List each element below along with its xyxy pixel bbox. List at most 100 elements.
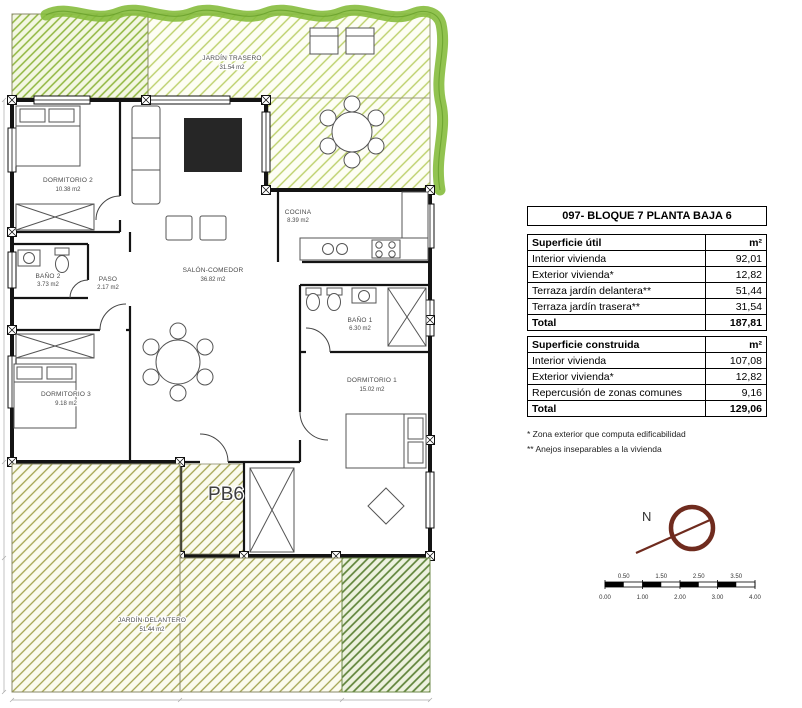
- svg-text:36.82 m2: 36.82 m2: [200, 277, 226, 283]
- table-row: Interior vivienda 107,08: [527, 352, 767, 369]
- row-value: 12,82: [705, 266, 767, 283]
- superficie-util-table: Superficie útil m² Interior vivienda 92,…: [527, 234, 767, 331]
- terrace-table: [319, 95, 385, 169]
- label-dormitorio-3: DORMITORIO 3 9.18 m2: [40, 390, 92, 409]
- svg-text:8.39 m2: 8.39 m2: [287, 218, 309, 224]
- dining-table: [142, 322, 214, 402]
- furniture: [13, 105, 429, 553]
- total-label: Total: [527, 400, 706, 417]
- svg-text:COCINA: COCINA: [285, 209, 312, 216]
- svg-text:BAÑO 2: BAÑO 2: [35, 271, 60, 280]
- label-jardin-trasero: JARDÍN TRASERO 31.54 m2: [201, 52, 263, 73]
- wardrobe-dormitorio-2: [15, 203, 95, 231]
- total-row: Total 129,06: [527, 400, 767, 417]
- svg-text:SALÓN-COMEDOR: SALÓN-COMEDOR: [183, 265, 244, 274]
- sofa: [131, 105, 161, 205]
- svg-text:PASO: PASO: [99, 276, 117, 283]
- kitchen-counter: [299, 191, 429, 261]
- svg-text:2.17 m2: 2.17 m2: [97, 285, 119, 291]
- total-value: 129,06: [705, 400, 767, 417]
- table-row: Repercusión de zonas comunes 9,16: [527, 384, 767, 401]
- scale-bottom-label: 1.00: [637, 595, 649, 601]
- label-dormitorio-1: DORMITORIO 1 15.02 m2: [346, 376, 398, 395]
- label-cocina: COCINA 8.39 m2: [284, 208, 313, 226]
- row-label: Interior vivienda: [527, 352, 706, 369]
- row-value: 9,16: [705, 384, 767, 401]
- row-label: Terraza jardín delantera**: [527, 282, 706, 299]
- compass-circle: [668, 504, 716, 552]
- svg-text:DORMITORIO 3: DORMITORIO 3: [41, 391, 91, 398]
- scale-top-label: 3.50: [730, 574, 742, 580]
- svg-text:DORMITORIO 2: DORMITORIO 2: [43, 177, 93, 184]
- scale-bottom-label: 4.00: [749, 595, 761, 601]
- svg-text:31.54 m2: 31.54 m2: [219, 65, 245, 71]
- label-dormitorio-2: DORMITORIO 2 10.38 m2: [42, 176, 94, 195]
- construida-unit: m²: [705, 336, 767, 353]
- label-bano-1: BAÑO 1 6.30 m2: [346, 314, 374, 334]
- table-row: Terraza jardín trasera** 31,54: [527, 298, 767, 315]
- bed-dormitorio-1: [345, 413, 427, 469]
- label-jardin-delantero: JARDÍN DELANTERO 51.44 m2: [117, 614, 188, 635]
- label-bano-2: BAÑO 2 3.73 m2: [34, 270, 62, 290]
- scale-bottom-label: 0.00: [599, 595, 611, 601]
- compass-needle: [635, 518, 711, 555]
- bed-dormitorio-3: [13, 363, 77, 429]
- row-value: 12,82: [705, 368, 767, 385]
- wardrobe-dormitorio-1: [249, 467, 295, 553]
- row-label: Exterior vivienda*: [527, 266, 706, 283]
- wardrobe-dormitorio-3: [15, 333, 95, 359]
- table-row: Exterior vivienda* 12,82: [527, 368, 767, 385]
- bath1-fixtures: [305, 287, 427, 347]
- porch-pb6: [181, 463, 245, 555]
- scale-top-label: 2.50: [693, 574, 705, 580]
- chair-dormitorio-1: [367, 487, 405, 525]
- row-value: 92,01: [705, 250, 767, 267]
- armchair-2: [199, 215, 227, 241]
- back-garden: [11, 4, 449, 196]
- label-paso: PASO 2.17 m2: [96, 275, 121, 293]
- util-unit: m²: [705, 234, 767, 251]
- svg-text:10.38 m2: 10.38 m2: [55, 187, 81, 193]
- table-row: Exterior vivienda* 12,82: [527, 266, 767, 283]
- armchair-1: [165, 215, 193, 241]
- rear-terrace: [267, 95, 431, 191]
- bed-dormitorio-2: [15, 105, 81, 167]
- front-garden: [11, 463, 431, 693]
- svg-text:BAÑO 1: BAÑO 1: [347, 315, 372, 324]
- plan-title: 097- BLOQUE 7 PLANTA BAJA 6: [527, 206, 767, 226]
- note-2: ** Anejos inseparables a la vivienda: [527, 444, 662, 455]
- construida-header: Superficie construida: [527, 336, 706, 353]
- total-label: Total: [527, 314, 706, 331]
- svg-text:15.02 m2: 15.02 m2: [359, 387, 385, 393]
- table-row: Terraza jardín delantera** 51,44: [527, 282, 767, 299]
- note-1: * Zona exterior que computa edificabilid…: [527, 429, 686, 439]
- svg-text:9.18 m2: 9.18 m2: [55, 401, 77, 407]
- row-label: Interior vivienda: [527, 250, 706, 267]
- row-label: Repercusión de zonas comunes: [527, 384, 706, 401]
- info-panel: 097- BLOQUE 7 PLANTA BAJA 6 Superficie ú…: [527, 206, 767, 458]
- garden-loungers: [309, 27, 375, 55]
- door-swings: [69, 195, 331, 463]
- svg-text:6.30 m2: 6.30 m2: [349, 326, 371, 332]
- svg-text:DORMITORIO 1: DORMITORIO 1: [347, 377, 397, 384]
- tv-unit: [184, 118, 242, 172]
- row-label: Exterior vivienda*: [527, 368, 706, 385]
- svg-text:51.44 m2: 51.44 m2: [139, 627, 165, 633]
- total-row: Total 187,81: [527, 314, 767, 331]
- scale-top-label: 1.50: [655, 574, 667, 580]
- total-value: 187,81: [705, 314, 767, 331]
- row-value: 107,08: [705, 352, 767, 369]
- svg-text:JARDÍN DELANTERO: JARDÍN DELANTERO: [118, 615, 186, 624]
- label-salon-comedor: SALÓN-COMEDOR 36.82 m2: [181, 264, 244, 285]
- row-value: 51,44: [705, 282, 767, 299]
- floor-plan: JARDÍN TRASERO 31.54 m2 DORMITORIO 2 10.…: [1, 4, 449, 703]
- table-row: Interior vivienda 92,01: [527, 250, 767, 267]
- row-label: Terraza jardín trasera**: [527, 298, 706, 315]
- bath2-fixtures: [17, 247, 70, 273]
- compass: N: [600, 495, 770, 572]
- row-value: 31,54: [705, 298, 767, 315]
- svg-text:JARDÍN TRASERO: JARDÍN TRASERO: [202, 53, 261, 62]
- scale-top-label: 0.50: [618, 574, 630, 580]
- scale-bottom-label: 3.00: [712, 595, 724, 601]
- scale-bottom-label: 2.00: [674, 595, 686, 601]
